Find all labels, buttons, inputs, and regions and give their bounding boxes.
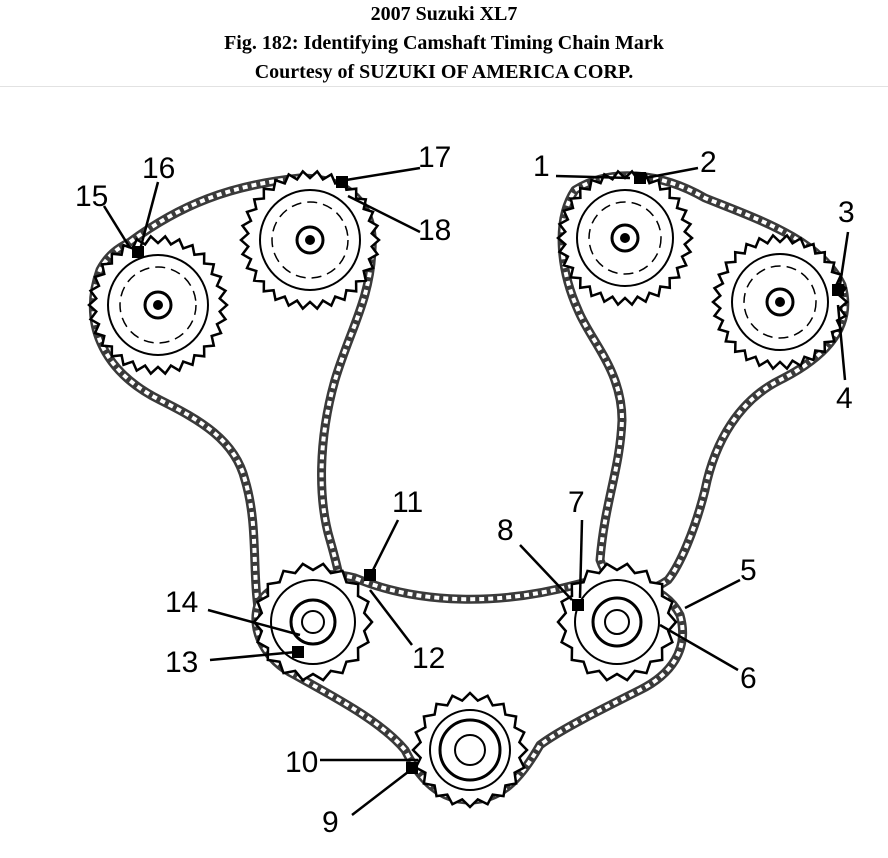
right-exhaust-cam-sprocket-phaser [731, 253, 829, 351]
callout-label-2: 2 [700, 146, 717, 179]
callout-label-14: 14 [165, 586, 198, 619]
callout-label-5: 5 [740, 554, 757, 587]
callout-leader-12 [369, 589, 413, 646]
left-intake-cam-sprocket-vanes [271, 201, 349, 279]
timing-chain-links-3 [253, 572, 685, 803]
callout-label-10: 10 [285, 746, 318, 779]
callout-leader-3 [838, 231, 850, 286]
left-exhaust-cam-sprocket-bolt-center [153, 300, 163, 310]
callout-leader-5 [684, 578, 741, 610]
left-intake-cam-sprocket-bolt-center [305, 235, 315, 245]
sprockets [87, 169, 849, 809]
callout-leader-2 [644, 166, 699, 180]
figure-header: 2007 Suzuki XL7 Fig. 182: Identifying Ca… [0, 0, 888, 87]
callout-leader-8 [519, 544, 573, 601]
left-idler-sprocket-ring [270, 579, 356, 665]
timing-mark-5 [292, 646, 304, 658]
callout-label-17: 17 [418, 141, 451, 174]
callout-leader-6 [659, 623, 739, 672]
right-idler-sprocket-hub-bore [604, 609, 630, 635]
timing-mark-4 [832, 284, 844, 296]
right-intake-cam-sprocket-phaser [576, 189, 674, 287]
vehicle-title: 2007 Suzuki XL7 [370, 3, 518, 25]
timing-mark-3 [634, 172, 646, 184]
left-idler-sprocket-hub [289, 598, 337, 646]
callout-leader-11 [370, 519, 400, 573]
callout-label-13: 13 [165, 646, 198, 679]
figure-courtesy: Courtesy of SUZUKI OF AMERICA CORP. [254, 61, 634, 83]
callout-leaders [102, 166, 850, 816]
left-exhaust-cam-sprocket-phaser [107, 254, 209, 356]
callout-leader-14 [207, 608, 301, 637]
callout-leader-1 [555, 174, 631, 180]
crankshaft-sprocket-hub [438, 718, 502, 782]
timing-mark-6 [364, 569, 376, 581]
left-intake-cam-sprocket-phaser [259, 189, 361, 291]
callout-label-4: 4 [836, 382, 853, 415]
timing-chain-links-2 [560, 173, 847, 593]
crankshaft-sprocket-ring [429, 709, 511, 791]
callout-leader-4 [836, 304, 847, 381]
figure-caption: Fig. 182: Identifying Camshaft Timing Ch… [224, 32, 664, 54]
right-intake-cam-sprocket-bolt-center [620, 233, 630, 243]
callout-leader-7 [578, 519, 584, 599]
callout-leader-15 [102, 205, 132, 249]
right-idler-sprocket-hub [591, 596, 643, 648]
callout-label-1: 1 [533, 150, 550, 183]
timing-mark-7 [572, 599, 584, 611]
callout-leader-9 [351, 771, 409, 816]
right-intake-cam-sprocket-vanes [588, 201, 662, 275]
callout-leader-16 [138, 181, 160, 251]
timing-mark-2 [336, 176, 348, 188]
callout-label-6: 6 [740, 662, 757, 695]
callout-label-16: 16 [142, 152, 175, 185]
callout-label-18: 18 [418, 214, 451, 247]
callout-label-8: 8 [497, 514, 514, 547]
left-idler-sprocket-hub-bore [301, 610, 325, 634]
callout-label-9: 9 [322, 806, 339, 839]
callout-label-12: 12 [412, 642, 445, 675]
right-idler-sprocket-ring [574, 579, 660, 665]
crankshaft-sprocket-hub-bore [454, 734, 486, 766]
left-exhaust-cam-sprocket-vanes [119, 266, 197, 344]
callout-label-15: 15 [75, 180, 108, 213]
right-exhaust-cam-sprocket-vanes [743, 265, 817, 339]
right-exhaust-cam-sprocket-bolt-center [775, 297, 785, 307]
callout-label-11: 11 [392, 486, 423, 519]
callout-leader-17 [345, 166, 421, 182]
timing-mark-1 [132, 246, 144, 258]
callout-label-3: 3 [838, 196, 855, 229]
callout-leader-18 [347, 194, 421, 234]
callout-label-7: 7 [568, 486, 585, 519]
timing-mark-8 [406, 762, 418, 774]
callout-leader-13 [209, 650, 297, 662]
